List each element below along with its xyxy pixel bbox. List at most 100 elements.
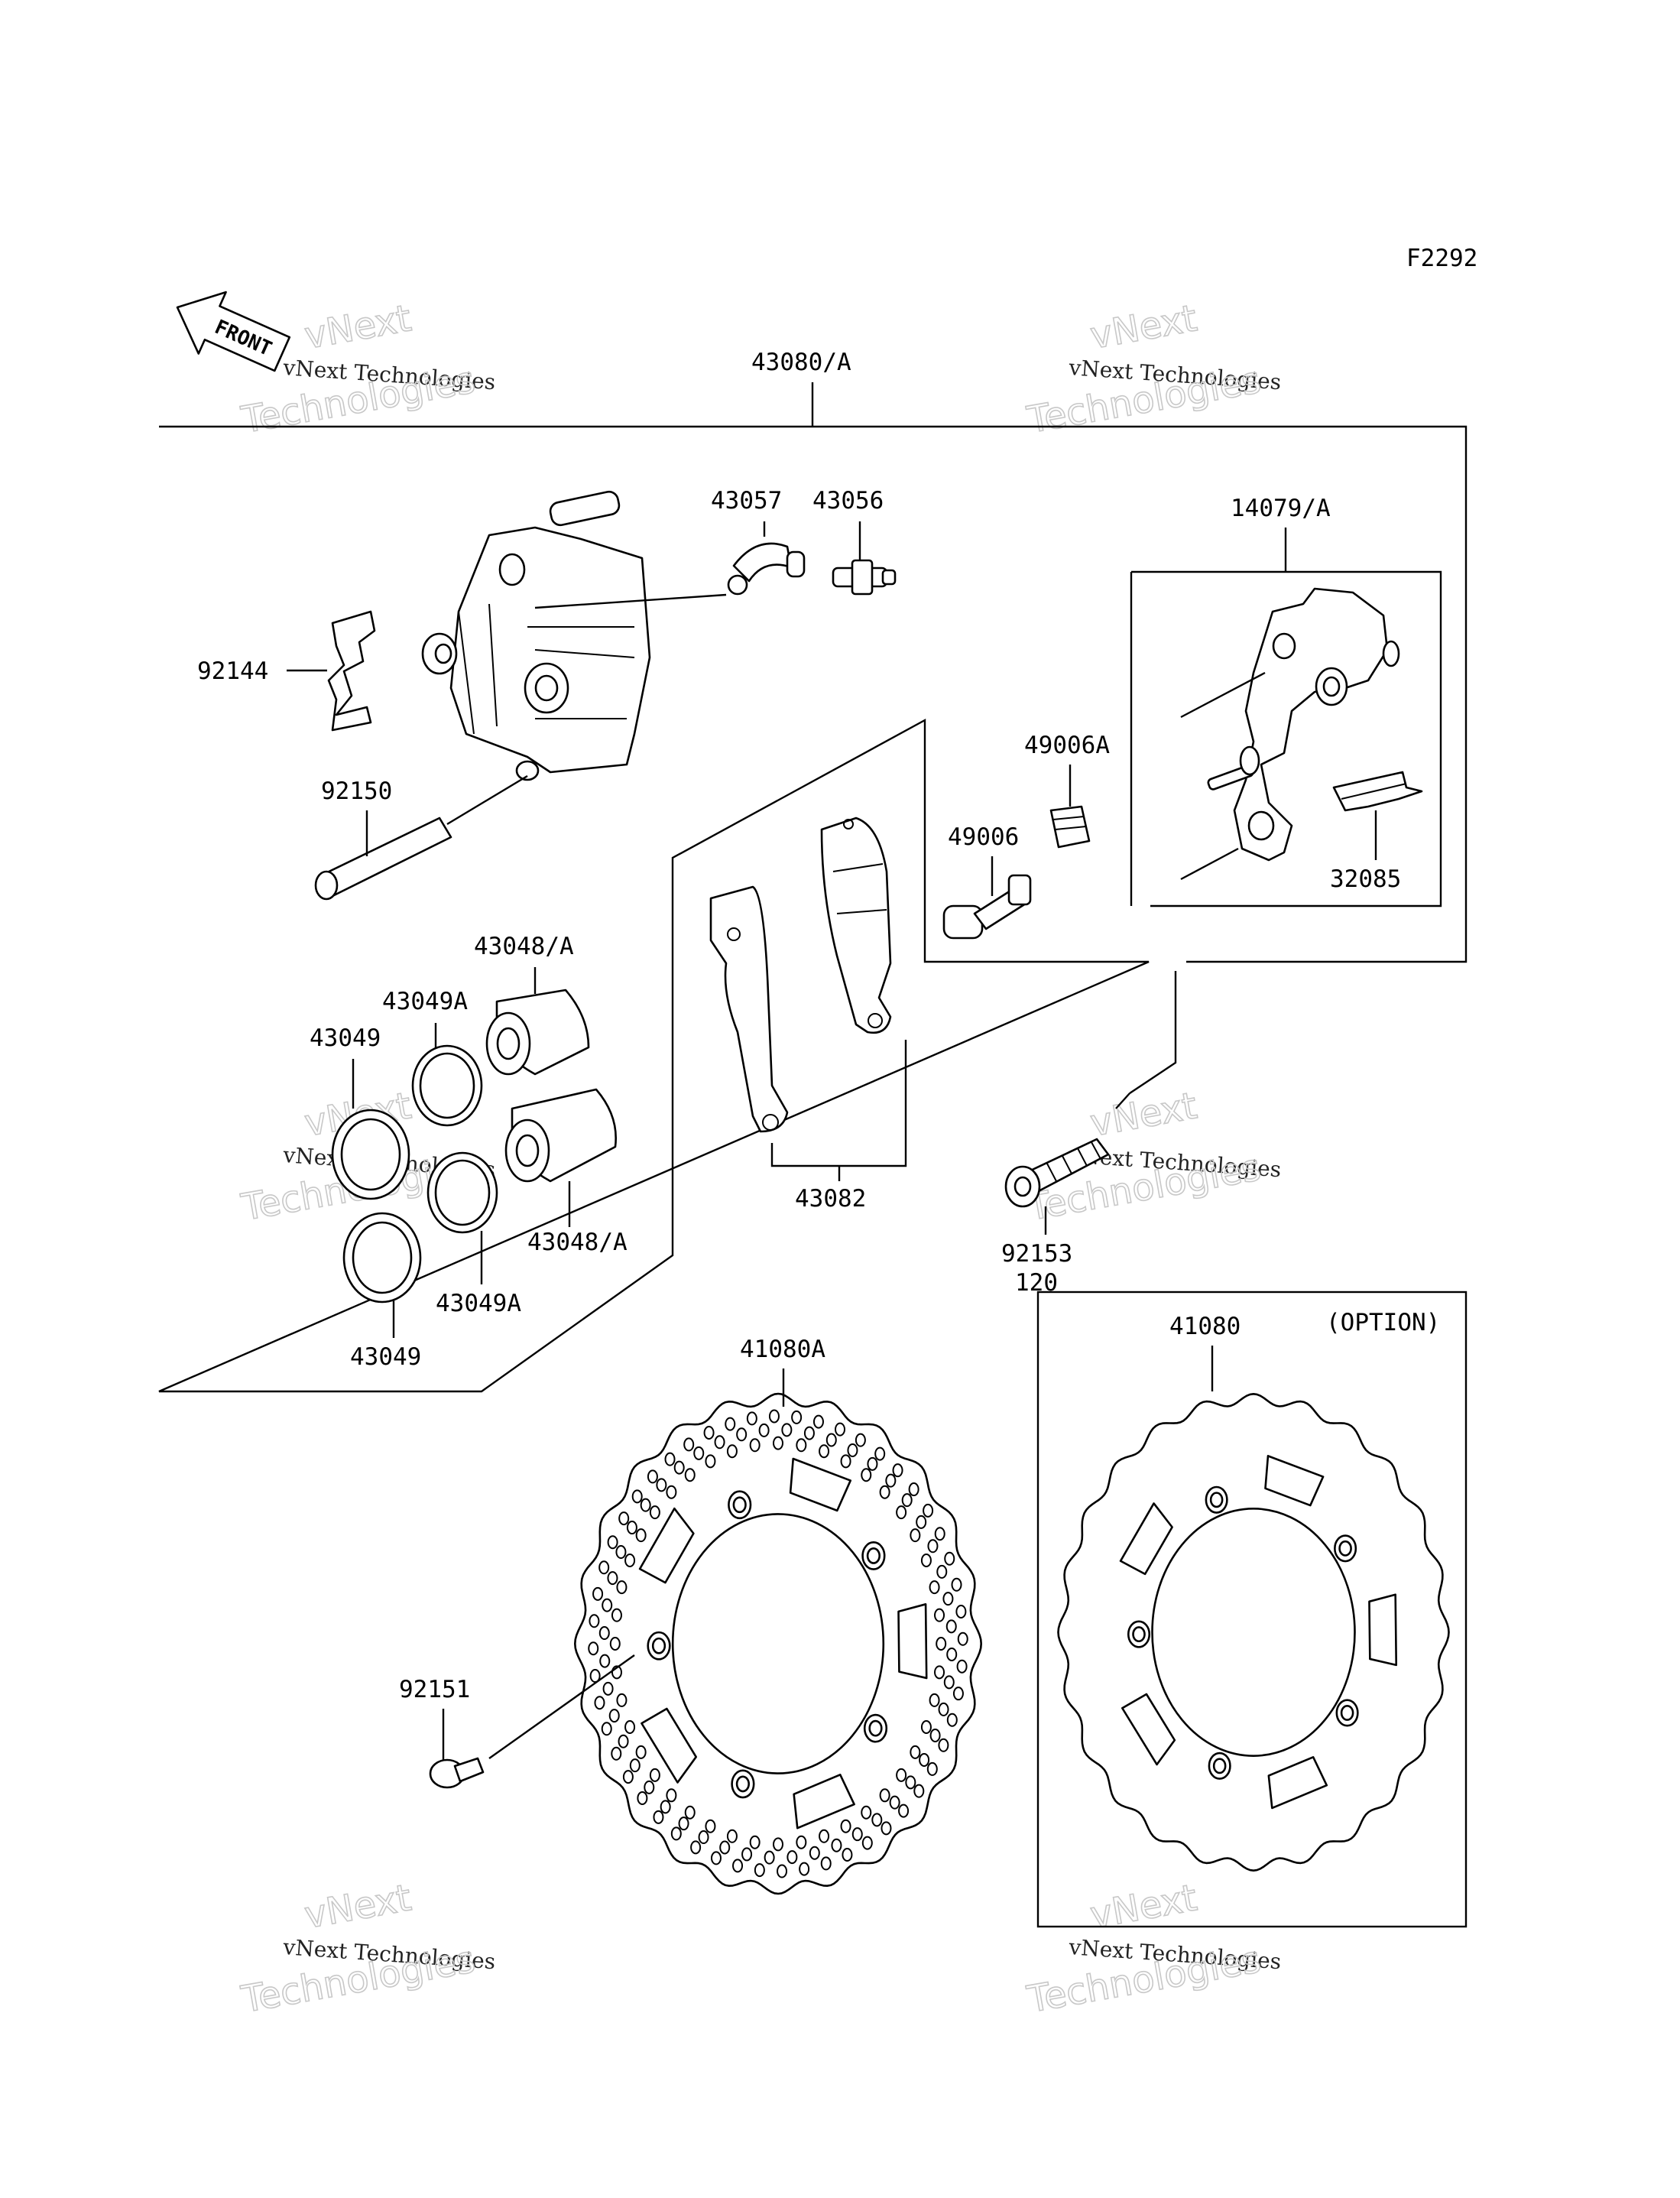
disc-drill-hole: [673, 1460, 685, 1475]
disc-drill-hole: [957, 1631, 968, 1646]
disc-drill-hole: [602, 1681, 614, 1696]
disc-drill-hole: [624, 1553, 636, 1567]
clip-illustration: [1332, 771, 1423, 812]
disc-drill-hole: [631, 1489, 643, 1504]
disc-drill-hole: [944, 1551, 955, 1566]
disc-drill-hole: [946, 1713, 958, 1727]
disc-bolt-hole-inner: [1338, 1540, 1352, 1557]
disc-drill-hole: [799, 1862, 810, 1876]
disc-drill-hole: [703, 1425, 715, 1440]
disc-drill-hole: [616, 1580, 628, 1595]
leader-bracket-lower: [1180, 847, 1239, 881]
piston-bottom-illustration: [504, 1088, 617, 1183]
leader-disc-bolt-to-disc: [488, 1654, 635, 1759]
disc-drill-hole: [851, 1827, 863, 1842]
disc-drill-hole: [796, 1438, 807, 1453]
disc-drill-hole: [607, 1571, 618, 1586]
disc-slot: [789, 1457, 852, 1512]
disc-drill-hole: [647, 1469, 658, 1484]
disc-drill-hole: [653, 1810, 664, 1824]
disc-drill-hole: [598, 1626, 610, 1641]
disc-drill-hole: [910, 1745, 921, 1759]
disc-drill-hole: [819, 1829, 830, 1843]
disc-drill-hole: [812, 1414, 824, 1429]
watermark-bottom-right: vNext vNext Technologies Technologies: [1023, 1876, 1283, 2022]
disc-drill-hole: [934, 1665, 945, 1680]
disc-drill-hole: [786, 1850, 798, 1865]
disc-drill-hole: [726, 1444, 738, 1459]
disc-slot: [1119, 1502, 1173, 1576]
disc-drill-hole: [589, 1669, 601, 1683]
disc-drill-hole: [732, 1859, 744, 1873]
disc-drill-hole: [910, 1528, 921, 1543]
disc-drill-hole: [670, 1826, 682, 1841]
leader-pin-to-body: [446, 774, 528, 826]
disc-drill-hole: [952, 1687, 964, 1701]
callout-boot-a: 49006A: [1024, 732, 1110, 759]
disc-drill-hole: [710, 1851, 722, 1865]
watermark-line1: vNext: [301, 297, 414, 358]
disc-drill-hole: [589, 1614, 600, 1628]
disc-drill-hole: [885, 1473, 897, 1488]
disc-drill-hole: [835, 1422, 846, 1437]
disc-drill-hole: [896, 1768, 907, 1782]
disc-drill-hole: [629, 1758, 641, 1773]
disc-drill-hole: [934, 1608, 945, 1622]
watermark-line1: vNext: [1087, 297, 1200, 358]
disc-bolt-illustration: [429, 1757, 485, 1789]
bracket-illustration: [1207, 587, 1400, 862]
disc-drill-hole: [640, 1498, 651, 1512]
disc-drill-hole: [929, 1728, 941, 1742]
callout-pin: 92150: [321, 778, 392, 805]
disc-hub: [1151, 1508, 1356, 1757]
disc-drill-hole: [754, 1863, 765, 1878]
disc-drill-hole: [726, 1829, 738, 1843]
disc-bolt-hole-inner: [1340, 1705, 1354, 1721]
disc-bolt-hole-inner: [866, 1547, 881, 1564]
seal-top-inner: [340, 1118, 401, 1191]
disc-drill-hole: [936, 1564, 948, 1579]
pad-left-illustration: [709, 885, 789, 1133]
disc-drill-hole: [938, 1738, 949, 1752]
leader-bleeder-to-body: [534, 593, 727, 609]
disc-slot: [793, 1774, 855, 1830]
seal-bottom-inner: [352, 1221, 413, 1294]
disc-drill-hole: [637, 1791, 648, 1805]
disc-bolt-hole-inner: [735, 1775, 750, 1793]
disc-illustration: [574, 1392, 982, 1895]
disc-drill-hole: [919, 1752, 930, 1767]
disc-drill-hole: [649, 1768, 660, 1782]
watermark-top-left: vNext vNext Technologies Technologies: [238, 297, 497, 443]
callout-bleeder-valve: 43056: [812, 487, 884, 515]
disc-drill-hole: [871, 1813, 883, 1827]
callout-piston-bottom: 43048/A: [527, 1229, 628, 1256]
caliper-body-illustration: [421, 490, 651, 781]
disc-hub: [671, 1513, 885, 1774]
disc-drill-hole: [598, 1560, 610, 1575]
disc-drill-hole: [725, 1417, 736, 1431]
disc-drill-hole: [803, 1426, 815, 1440]
disc-drill-hole: [898, 1804, 910, 1818]
disc-slot: [638, 1507, 695, 1584]
piston-top-illustration: [485, 989, 590, 1076]
disc-drill-hole: [819, 1444, 830, 1459]
disc-bolt-hole-inner: [732, 1496, 747, 1514]
disc-drill-hole: [777, 1864, 788, 1878]
watermark-bottom-left: vNext vNext Technologies Technologies: [238, 1876, 497, 2022]
disc-drill-hole: [616, 1693, 628, 1707]
callout-clip: 32085: [1330, 865, 1401, 893]
disc-drill-hole: [666, 1788, 677, 1803]
option-box-outline: [1036, 1291, 1468, 1928]
disc-drill-hole: [618, 1734, 629, 1748]
disc-drill-hole: [951, 1577, 962, 1592]
disc-drill-hole: [943, 1675, 955, 1690]
disc-drill-hole: [684, 1468, 696, 1482]
bolt-illustration: [1004, 1138, 1110, 1208]
disc-drill-hole: [842, 1848, 853, 1862]
disc-bolt-hole-inner: [1132, 1626, 1146, 1643]
disc-bolt-hole-inner: [868, 1719, 883, 1737]
disc-drill-hole: [635, 1528, 647, 1543]
disc-drill-hole: [855, 1433, 866, 1447]
callout-bleeder-cap: 43057: [711, 487, 782, 515]
disc-drill-hole: [683, 1437, 695, 1452]
